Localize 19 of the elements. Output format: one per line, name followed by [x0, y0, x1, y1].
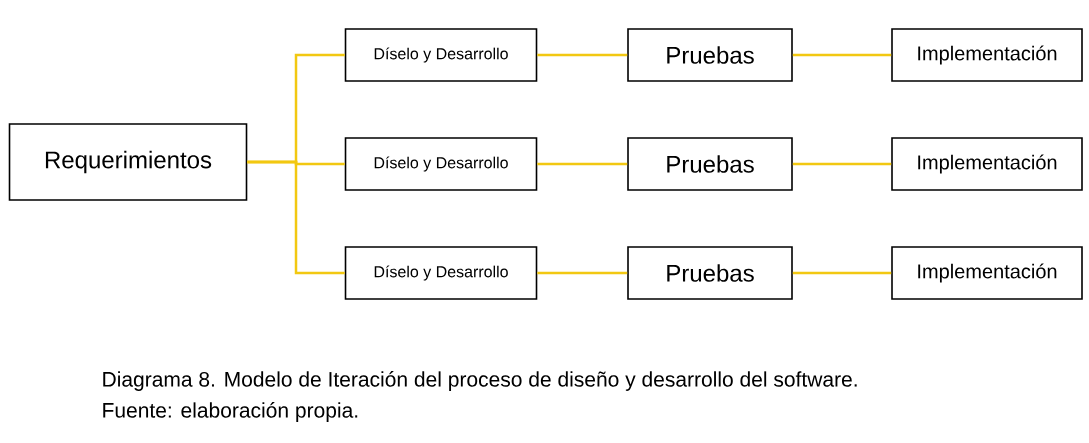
- source-note: Fuente: elaboración propia.: [103, 402, 358, 422]
- connector-line: [792, 53, 892, 57]
- process-box: Requerimientos: [8, 123, 248, 201]
- process-box: Pruebas: [627, 246, 793, 300]
- process-box: Díselo y Desarrollo: [344, 246, 538, 300]
- process-box: Implementación: [891, 28, 1083, 82]
- process-box: Pruebas: [627, 28, 793, 82]
- process-box: Díselo y Desarrollo: [344, 137, 538, 191]
- connector-line: [537, 162, 628, 166]
- process-box: Pruebas: [627, 137, 793, 191]
- connector-line: [247, 160, 345, 275]
- connector-line: [792, 162, 892, 166]
- process-box: Díselo y Desarrollo: [344, 28, 538, 82]
- caption: Diagrama 8. Modelo de Iteración del proceso de diseño y desarrollo del software.: [103, 371, 857, 391]
- process-box: Implementación: [891, 137, 1083, 191]
- connector-line: [792, 271, 892, 275]
- process-box: Implementación: [891, 246, 1083, 300]
- connector-line: [537, 53, 628, 57]
- connector-line: [537, 271, 628, 275]
